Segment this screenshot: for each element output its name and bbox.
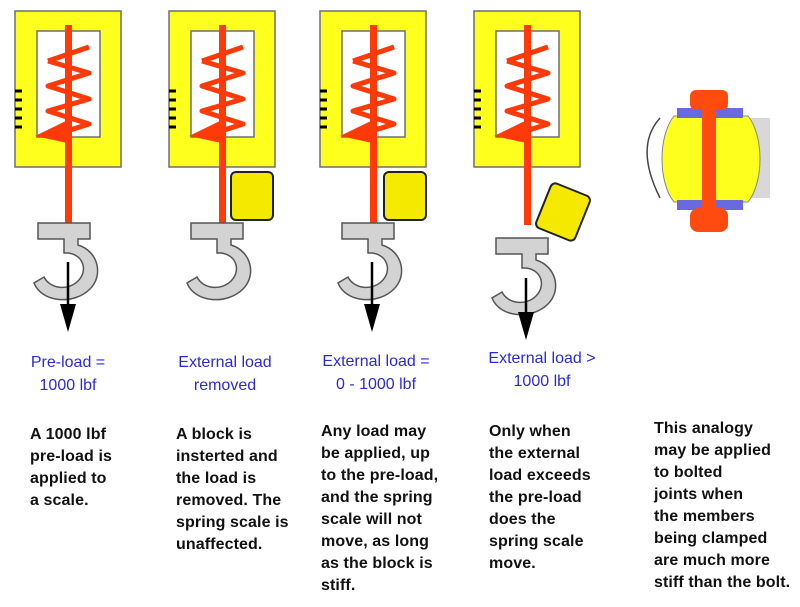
description-load-exceeds: Only when the external load exceeds the … (489, 423, 591, 572)
caption-preload: Pre-load = 1000 lbf (30, 354, 106, 394)
hook-3 (337, 222, 403, 301)
caption-load-exceeds: External load > 1000 lbf (488, 350, 596, 390)
block-4 (535, 182, 591, 242)
caption-load-removed: External load removed (178, 354, 272, 394)
load-arrow-3 (364, 262, 380, 332)
load-arrow-4 (518, 278, 534, 340)
description-preload: A 1000 lbf pre-load is applied to a scal… (30, 426, 113, 509)
bolted-joint (646, 90, 770, 232)
hook-1 (33, 222, 99, 301)
description-load-removed: A block is insterted and the load is rem… (176, 426, 289, 553)
spring-scale-1 (15, 11, 121, 225)
caption-load-range: External load = 0 - 1000 lbf (322, 353, 430, 393)
description-bolted-joint: This analogy may be applied to bolted jo… (654, 420, 791, 591)
block-3 (383, 171, 427, 221)
load-arrow-1 (60, 262, 76, 332)
block-2 (230, 171, 274, 221)
description-load-range: Any load may be applied, up to the pre-l… (321, 423, 439, 594)
hook-4 (491, 237, 557, 316)
hook-2 (186, 222, 252, 301)
